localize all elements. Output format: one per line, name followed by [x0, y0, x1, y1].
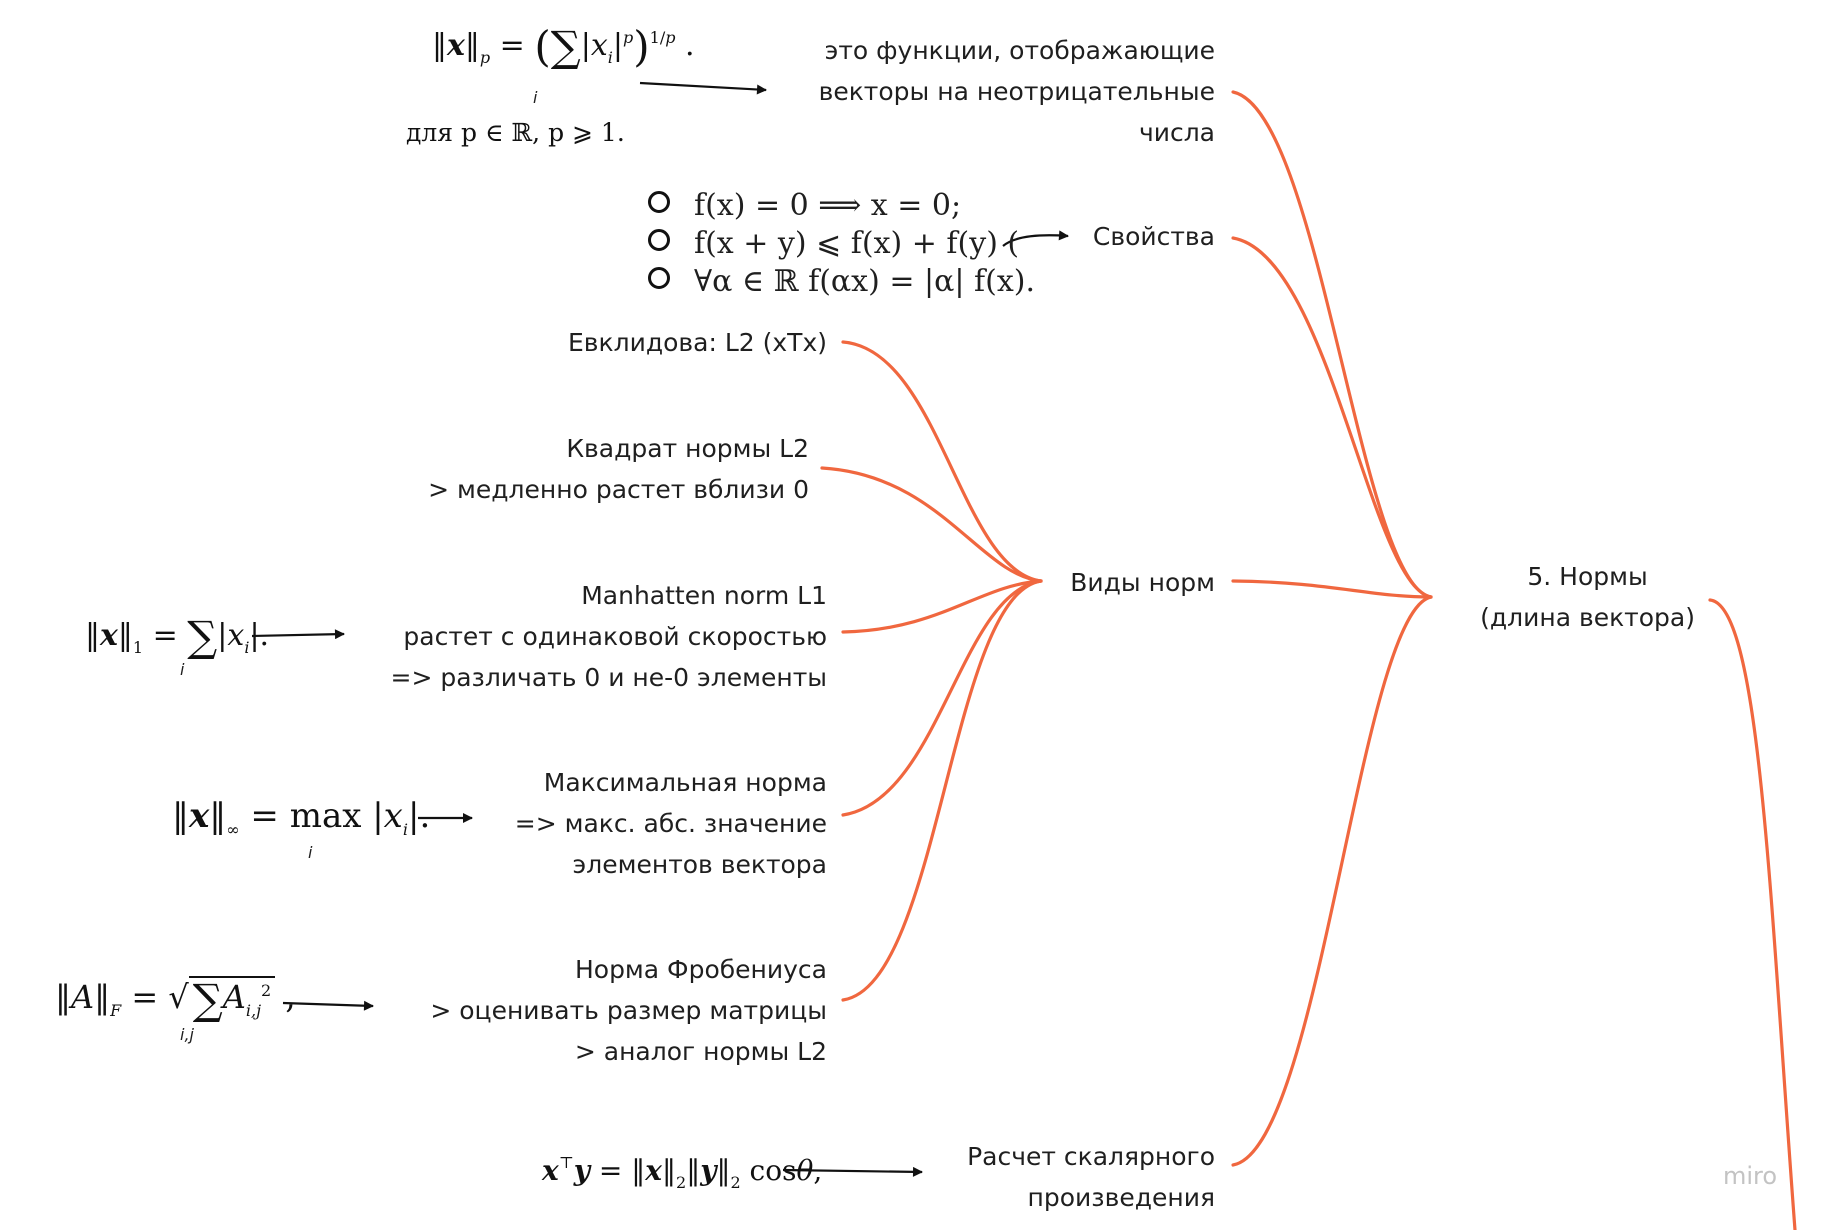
edge-kinds-frobenius: [841, 579, 1043, 1002]
edge-kinds-manhattan: [841, 579, 1043, 634]
node-root-line-2: (длина вектора): [1480, 603, 1695, 632]
edge-kinds-squared: [820, 466, 1043, 583]
edge-root-down: [1708, 598, 1797, 1230]
node-frobenius-line-3: > аналог нормы L2: [574, 1037, 827, 1066]
node-manhattan-line-2: растет с одинаковой скоростью: [403, 622, 827, 651]
node-frobenius[interactable]: Норма Фробениуса > оценивать размер матр…: [430, 949, 827, 1072]
edge-root-properties: [1231, 236, 1433, 599]
arrow-dot-dot: [782, 1166, 923, 1177]
node-definition[interactable]: это функции, отображающие векторы на нео…: [819, 30, 1215, 153]
formula-prop-2: f(x + y) ⩽ f(x) + f(y) (: [648, 226, 1019, 261]
arrow-frob-frobenius: [282, 1000, 374, 1011]
node-kinds-line-1: Виды норм: [1070, 568, 1215, 597]
formula-l1-norm: ‖x‖1 = ∑|xi|.: [85, 612, 270, 661]
edge-root-dot: [1231, 595, 1433, 1167]
node-squared-line-1: Квадрат нормы L2: [566, 434, 809, 463]
node-squared-line-2: > медленно растет вблизи 0: [428, 475, 809, 504]
edge-root-definition: [1231, 90, 1433, 599]
formula-max-norm: ‖x‖∞ = max |xi|.: [172, 796, 431, 839]
formula-prop-3: ∀α ∈ ℝ f(αx) = |α| f(x).: [648, 264, 1035, 299]
node-maxnorm-line-2: => макс. абс. значение: [514, 809, 827, 838]
node-frobenius-line-1: Норма Фробениуса: [574, 955, 827, 984]
formula-l1-index: i: [180, 660, 185, 679]
node-manhattan-line-1: Manhatten norm L1: [581, 581, 827, 610]
formula-prop-3-text: ∀α ∈ ℝ f(αx) = |α| f(x).: [694, 264, 1035, 299]
node-dot-line-1: Расчет скалярного: [967, 1142, 1215, 1171]
node-manhattan[interactable]: Manhatten norm L1 растет с одинаковой ск…: [391, 575, 828, 698]
arrow-l1-manhattan: [251, 629, 345, 640]
node-definition-line-2: векторы на неотрицательные: [818, 77, 1215, 106]
node-maxnorm-line-3: элементов вектора: [572, 850, 827, 879]
formula-lp-index: i: [533, 88, 538, 107]
node-properties-line-1: Свойства: [1092, 222, 1215, 251]
edge-root-kinds: [1231, 579, 1433, 599]
formula-lp-norm: ‖x‖p = (∑|xi|p)1/p .: [432, 22, 695, 71]
node-squared[interactable]: Квадрат нормы L2 > медленно растет вблиз…: [428, 428, 809, 510]
node-manhattan-line-3: => различать 0 и не-0 элементы: [390, 663, 828, 692]
formula-prop-2-text: f(x + y) ⩽ f(x) + f(y) (: [694, 226, 1020, 261]
bullet-icon: [648, 267, 670, 289]
node-frobenius-line-2: > оценивать размер матрицы: [430, 996, 827, 1025]
formula-max-index: i: [308, 843, 313, 862]
formula-frobenius-index: i,j: [180, 1025, 194, 1044]
bullet-icon: [648, 229, 670, 251]
node-euclid-line-1: Евклидова: L2 (xTx): [567, 328, 827, 357]
edge-kinds-euclid: [841, 340, 1043, 583]
node-dot-line-2: произведения: [1027, 1183, 1215, 1212]
formula-dot-product: x⊤y = ‖x‖2‖y‖2 cosθ,: [542, 1153, 823, 1192]
miro-watermark: miro: [1723, 1162, 1778, 1190]
formula-prop-1: f(x) = 0 ⟹ x = 0;: [648, 188, 961, 223]
formula-prop-1-text: f(x) = 0 ⟹ x = 0;: [694, 188, 962, 223]
arrow-props-properties: [1002, 230, 1069, 247]
node-definition-line-3: числа: [1138, 118, 1215, 147]
node-maxnorm-line-1: Максимальная норма: [543, 768, 827, 797]
formula-lp-condition: для p ∈ ℝ, p ⩾ 1.: [406, 118, 625, 147]
node-properties[interactable]: Свойства: [1093, 216, 1215, 257]
bullet-icon: [648, 191, 670, 213]
formula-frobenius-norm: ‖A‖F = √∑Ai,j2 ,: [55, 975, 296, 1024]
node-kinds[interactable]: Виды норм: [1070, 562, 1215, 603]
node-root[interactable]: 5. Нормы (длина вектора): [1480, 556, 1695, 638]
node-definition-line-1: это функции, отображающие: [824, 36, 1215, 65]
node-root-line-1: 5. Нормы: [1527, 562, 1648, 591]
node-dot[interactable]: Расчет скалярного произведения: [967, 1136, 1215, 1218]
node-euclid[interactable]: Евклидова: L2 (xTx): [568, 322, 827, 363]
edge-kinds-max: [841, 579, 1043, 817]
node-maxnorm[interactable]: Максимальная норма => макс. абс. значени…: [515, 762, 827, 885]
arrow-lp-definition: [639, 81, 767, 95]
